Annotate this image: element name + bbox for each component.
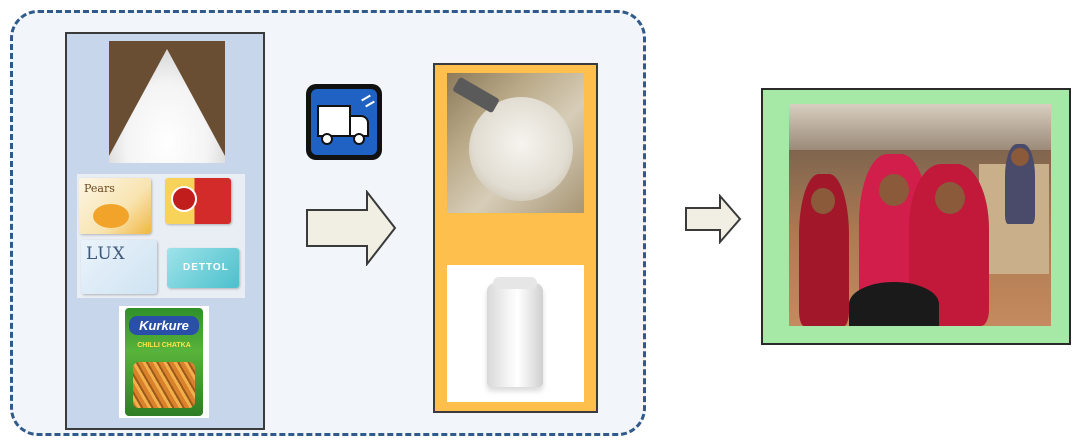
village-market-photo (789, 104, 1051, 326)
truck-wheel (321, 133, 333, 145)
market-tarp (789, 104, 1051, 150)
sugar-pile-image (109, 41, 225, 163)
scoop (452, 77, 500, 114)
right-arrow-icon (305, 190, 397, 266)
arrow-to-market (684, 194, 742, 244)
right-arrow-icon (684, 194, 742, 244)
kurkure-pack: Kurkure CHILLI CHATKA (125, 308, 203, 416)
shopper-face (879, 174, 909, 206)
kurkure-snacks (133, 362, 195, 408)
products-panel: Pears LUX DETTOL Kurkure CHILLI CHATKA (65, 32, 265, 430)
sugar-bag-photo (447, 265, 584, 402)
kurkure-flavor: CHILLI CHATKA (135, 342, 193, 349)
lifebuoy-badge (171, 186, 197, 212)
arrow-to-wholesale (305, 190, 397, 266)
kurkure-image: Kurkure CHILLI CHATKA (119, 306, 209, 418)
pears-soap-bar (93, 204, 129, 228)
dettol-soap: DETTOL (167, 248, 239, 288)
market-panel (761, 88, 1071, 345)
truck-wheel (353, 133, 365, 145)
pears-soap: Pears (79, 178, 151, 234)
sugar-sack-photo (447, 73, 584, 213)
lifebuoy-soap (165, 178, 231, 224)
kurkure-brand: Kurkure (129, 316, 199, 335)
shopper-face (811, 188, 835, 214)
speed-line (365, 101, 375, 108)
shopper-face (1011, 148, 1029, 166)
loose-sugar (469, 97, 573, 201)
speed-line (361, 95, 371, 102)
lux-soap: LUX (81, 240, 157, 294)
wholesale-panel (433, 63, 598, 413)
lux-label: LUX (86, 244, 126, 264)
shopper-face (935, 182, 965, 214)
truck-icon-background (311, 89, 377, 155)
dettol-label: DETTOL (183, 262, 229, 273)
pears-label: Pears (84, 182, 115, 195)
soaps-image: Pears LUX DETTOL (77, 174, 245, 298)
shopper (1005, 144, 1035, 224)
shopper (799, 174, 849, 326)
truck-icon (306, 84, 382, 160)
sugar-bag (487, 283, 543, 387)
truck-cargo (317, 105, 351, 137)
basket (849, 282, 939, 326)
sugar-heap (109, 49, 225, 163)
